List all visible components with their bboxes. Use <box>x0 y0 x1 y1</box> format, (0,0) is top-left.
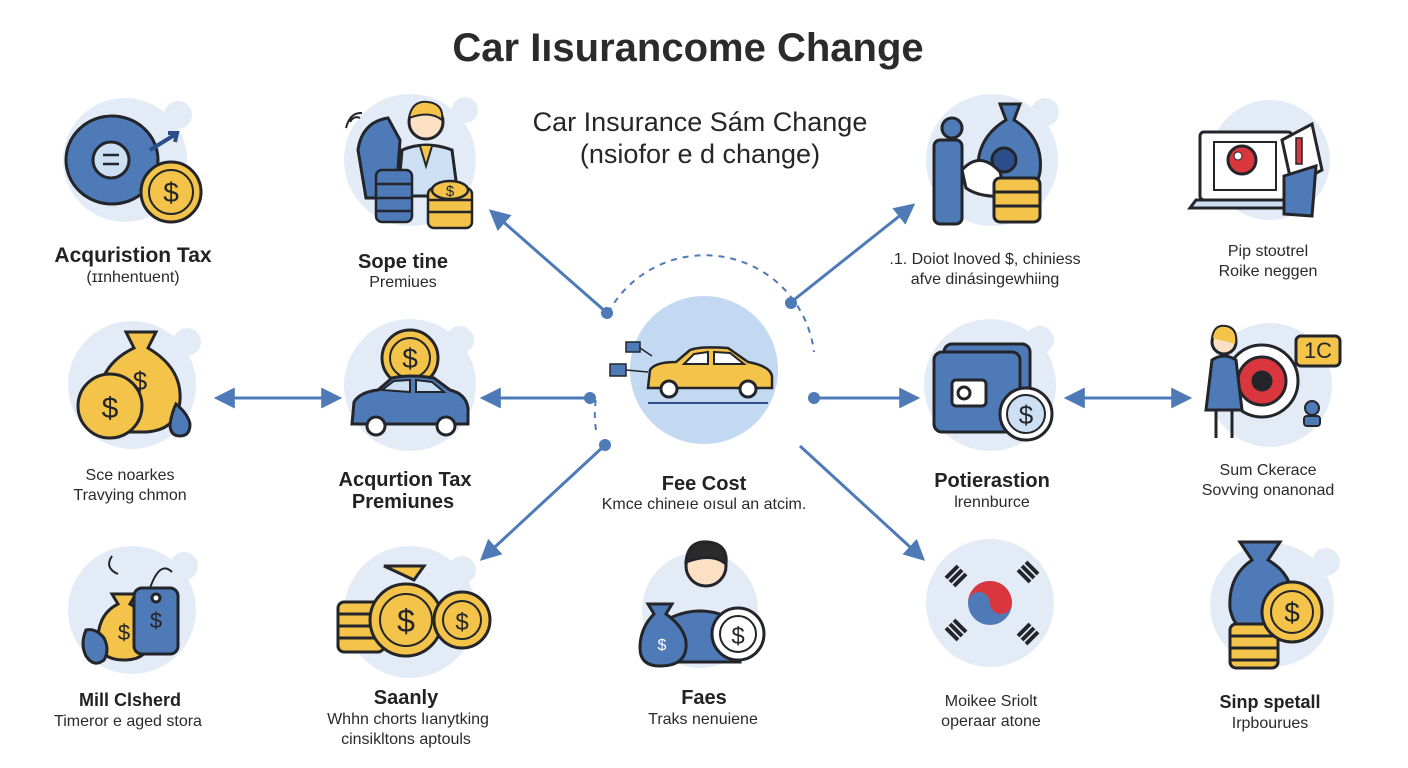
svg-text:$: $ <box>163 177 179 208</box>
person-target-icon <box>1204 323 1342 447</box>
arrow-to-doiot <box>789 203 916 305</box>
korea-flag-icon <box>926 539 1054 667</box>
svg-text:$: $ <box>133 366 148 396</box>
arrow-to-sope-time <box>488 209 607 314</box>
acquisition-tax-label: Acquristion Tax <box>54 244 212 267</box>
svg-text:$: $ <box>1019 400 1034 430</box>
subtitle-line-2: (nsiofor e d change) <box>579 139 821 169</box>
sce-line-1: Sce noarkes <box>85 467 175 484</box>
sinp-label: Sinp spetall <box>1219 692 1321 712</box>
saanly-line-1: Whhn chorts lıanytking <box>327 711 489 728</box>
money-bag-coins-icon: $ <box>1210 540 1340 670</box>
money-bag-tag-icon: $ $ <box>68 546 198 674</box>
svg-text:$: $ <box>102 392 119 425</box>
svg-text:$: $ <box>402 343 418 374</box>
faes-label: Faes <box>681 687 727 709</box>
coins-bag-icon: $ $ <box>336 546 492 678</box>
dashed-ring-lower <box>593 397 597 431</box>
sce-line-2: Travying chmon <box>73 487 187 504</box>
acquisition-tax-sub: (ɪɪnhentuent) <box>86 269 180 286</box>
svg-text:$: $ <box>446 183 455 200</box>
mill-label: Mill Clsherd <box>78 690 182 710</box>
connector-lines <box>213 203 1193 561</box>
piggy-bank-icon: $ <box>63 98 203 224</box>
svg-text:$: $ <box>150 608 162 633</box>
saanly-label: Saanly <box>373 687 439 709</box>
sope-time-sub: Premiues <box>369 274 437 291</box>
mill-sub: Timeror e aged stora <box>54 713 202 730</box>
center-sublabel: Kmce chineıe oısul an atcim. <box>601 496 807 513</box>
potierastion-label: Potierastion <box>934 470 1050 492</box>
moikee-line-2: operaar atone <box>941 713 1041 730</box>
badge-1c: 1C <box>1303 338 1333 363</box>
center-label: Fee Cost <box>661 473 747 495</box>
sinp-sub: Irpbourues <box>1231 715 1309 732</box>
page-title: Car Iısurancome Change <box>452 26 924 70</box>
sum-line-2: Sovving onanonad <box>1201 482 1335 499</box>
connector-dots <box>584 297 820 451</box>
center-car-icon <box>609 296 778 444</box>
laptop-icon <box>1187 100 1330 220</box>
svg-text:$: $ <box>118 620 130 645</box>
safe-coin-icon: $ <box>924 319 1056 451</box>
svg-text:$: $ <box>731 623 744 650</box>
doiot-line-1: .1. Doiot lnoved $, chiniess <box>889 251 1081 268</box>
svg-text:$: $ <box>658 637 667 654</box>
saanly-line-2: cinsikltons aptouls <box>341 731 471 748</box>
money-bag-hand-icon <box>926 94 1059 226</box>
doiot-line-2: afve dinásingewhiing <box>910 271 1060 288</box>
subtitle-line-1: Car Insurance Sám Change <box>532 107 868 137</box>
person-coins-icon: $ <box>344 94 478 230</box>
money-bags-icon: $ $ <box>68 321 201 449</box>
dashed-ring <box>607 254 815 353</box>
svg-text:$: $ <box>397 603 415 639</box>
svg-text:$: $ <box>455 609 468 636</box>
arrow-to-korea <box>798 444 926 561</box>
sope-time-label: Sope tine <box>357 251 449 273</box>
arrow-to-saanly <box>479 444 606 561</box>
sum-line-1: Sum Ckerace <box>1219 462 1317 479</box>
svg-text:$: $ <box>1284 597 1300 628</box>
person-bag-icon: $ $ <box>638 540 766 668</box>
potierastion-sub: lrennburce <box>954 494 1030 511</box>
acqurtion-tax-sub: Premiunes <box>351 491 455 513</box>
pip-label: Pip stoʊtrel <box>1227 243 1309 260</box>
car-coin-icon: $ <box>344 319 476 451</box>
moikee-line-1: Moikee Sriolt <box>944 693 1038 710</box>
faes-sub: Traks nenuiene <box>648 711 758 728</box>
pip-sub: Roike neggen <box>1218 263 1318 280</box>
acqurtion-tax-label: Acqurtion Tax <box>338 469 472 491</box>
